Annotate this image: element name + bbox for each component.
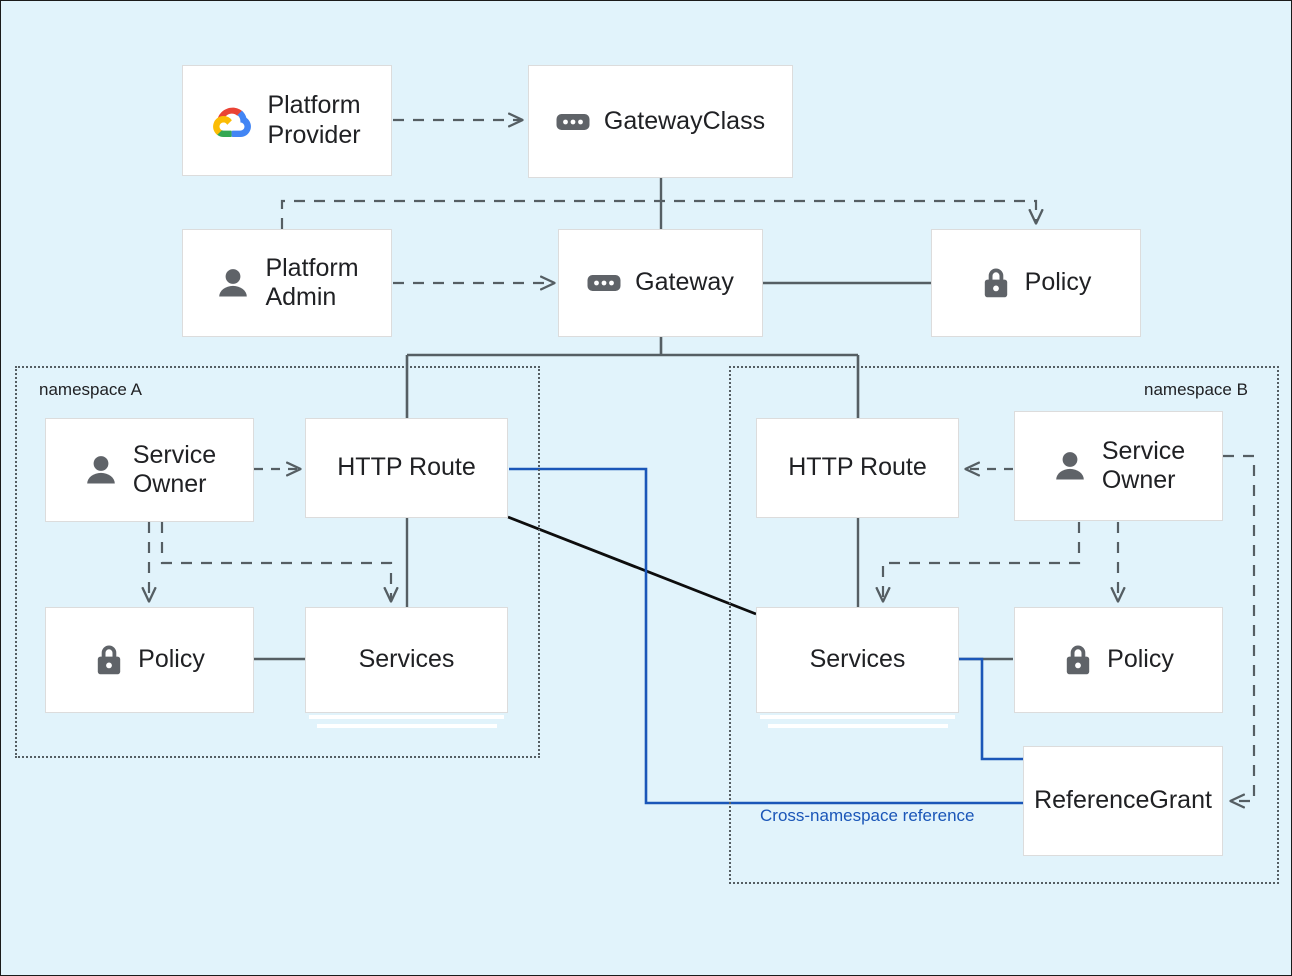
- node-label: Service Owner: [132, 440, 217, 499]
- namespace-b-label: namespace B: [1144, 380, 1248, 399]
- gateway-chip-icon: [556, 111, 590, 133]
- services-a-stack-decoration: [305, 715, 508, 733]
- node-label: HTTP Route: [337, 453, 476, 482]
- node-label: Platform Admin: [265, 253, 359, 312]
- node-label: HTTP Route: [788, 453, 927, 482]
- node-label: ReferenceGrant: [1034, 786, 1212, 815]
- node-label: Platform Provider: [267, 91, 361, 149]
- node-reference-grant[interactable]: ReferenceGrant: [1023, 746, 1223, 856]
- node-label: Services: [358, 645, 455, 674]
- node-label: Service Owner: [1101, 436, 1186, 495]
- edge-admin-to-policy: [280, 199, 1036, 229]
- lock-icon: [981, 266, 1011, 300]
- node-http-route-b[interactable]: HTTP Route: [756, 418, 959, 518]
- lock-icon: [1063, 643, 1093, 677]
- node-label: GatewayClass: [603, 106, 766, 135]
- person-icon: [1052, 449, 1088, 483]
- lock-icon: [94, 643, 124, 677]
- node-services-b[interactable]: Services: [756, 607, 959, 713]
- node-services-a[interactable]: Services: [305, 607, 508, 713]
- node-gatewayclass[interactable]: GatewayClass: [528, 65, 793, 178]
- node-policy-b[interactable]: Policy: [1014, 607, 1223, 713]
- namespace-a-label: namespace A: [39, 380, 143, 399]
- node-platform-provider[interactable]: Platform Provider: [182, 65, 392, 176]
- node-label: Services: [809, 645, 906, 674]
- services-b-stack-decoration: [756, 715, 959, 733]
- node-platform-admin[interactable]: Platform Admin: [182, 229, 392, 337]
- node-label: Policy: [1107, 645, 1174, 674]
- person-icon: [83, 453, 119, 487]
- node-policy-top[interactable]: Policy: [931, 229, 1141, 337]
- node-policy-a[interactable]: Policy: [45, 607, 254, 713]
- gateway-chip-icon: [587, 272, 621, 294]
- node-label: Policy: [138, 645, 205, 674]
- node-http-route-a[interactable]: HTTP Route: [305, 418, 508, 518]
- google-cloud-icon: [213, 104, 253, 138]
- node-label: Policy: [1024, 268, 1092, 297]
- node-gateway[interactable]: Gateway: [558, 229, 763, 337]
- person-icon: [215, 266, 251, 300]
- node-label: Gateway: [635, 268, 734, 297]
- node-service-owner-b[interactable]: Service Owner: [1014, 411, 1223, 521]
- node-service-owner-a[interactable]: Service Owner: [45, 418, 254, 522]
- cross-namespace-reference-label: Cross-namespace reference: [760, 806, 975, 825]
- edge-route-a-to-services-b-diagonal: [507, 515, 757, 616]
